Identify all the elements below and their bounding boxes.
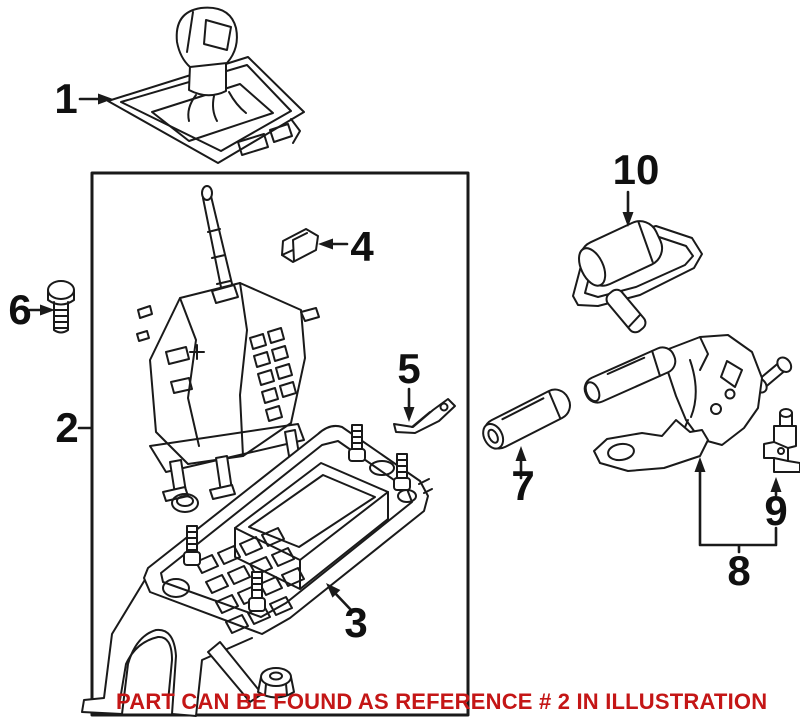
callout-8: 8 [727,547,751,594]
reference-note: PART CAN BE FOUND AS REFERENCE # 2 IN IL… [116,689,768,714]
callout-5: 5 [397,345,421,392]
part-2-assembly-box [90,171,470,717]
part-9-bracket [763,408,800,473]
part-3-base-bracket [81,424,433,717]
part-2-shifter-mechanism [136,185,320,513]
part-10-brake-boot [572,220,703,334]
callout-4: 4 [350,223,374,270]
callout-1: 1 [54,75,78,122]
part-6-bolt [47,280,75,334]
mounting-studs [183,424,411,612]
callout-9: 9 [764,487,788,534]
callout-leader-lines [28,93,782,613]
callout-3: 3 [344,599,368,646]
part-1-shift-boot-assembly [107,6,305,164]
part-8-brake-lever [583,334,793,472]
callout-6: 6 [8,286,32,333]
part-7-grip [482,388,571,450]
callout-7: 7 [511,462,535,509]
part-5-bracket [393,398,456,434]
lever-grip [583,346,677,404]
part-4-clip [281,228,319,263]
cap-nut [257,667,295,699]
callout-2: 2 [55,404,79,451]
callout-10: 10 [612,146,660,193]
